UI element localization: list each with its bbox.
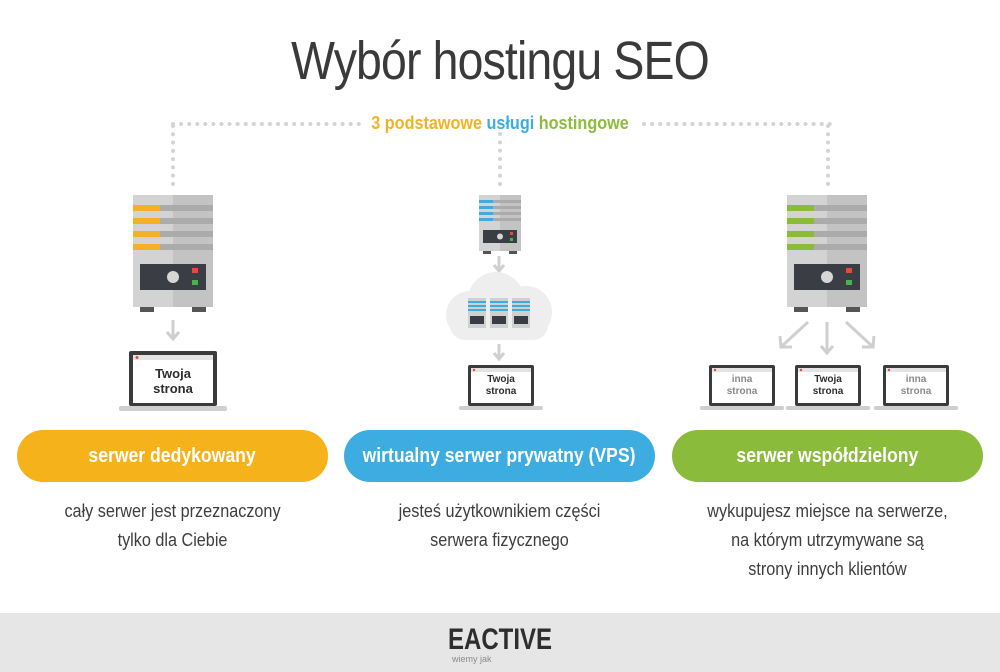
pill-label: wirtualny serwer prywatny (VPS) <box>363 444 636 467</box>
server-slots <box>133 205 213 250</box>
vps-server-icon <box>479 195 521 254</box>
laptop-label-line-2: strona <box>900 386 932 397</box>
laptop-label-line-1: inna <box>731 374 753 385</box>
laptop-other-site: inna strona <box>700 364 784 411</box>
arrow-down-icon <box>165 320 181 342</box>
shared-server-icon <box>787 195 867 312</box>
description-line: strony innych klientów <box>748 559 907 579</box>
description-vps: jesteś użytkownikiem części serwera fizy… <box>344 497 655 555</box>
description-line: wykupujesz miejsce na serwerze, <box>707 501 948 521</box>
pill-vps: wirtualny serwer prywatny (VPS) <box>344 430 655 482</box>
subtitle-part-2: usługi <box>486 113 535 133</box>
logo-tagline: wiemy jak <box>452 654 492 664</box>
subtitle-part-3: hostingowe <box>538 113 629 133</box>
description-line: jesteś użytkownikiem części <box>398 501 601 521</box>
description-line: na którym utrzymywane są <box>731 530 924 550</box>
arrows-split-icon <box>778 320 876 356</box>
laptop-icon <box>874 365 958 410</box>
laptop-icon <box>700 365 784 410</box>
laptop-icon <box>786 365 870 410</box>
laptop-your-site: Twoja strona <box>786 364 870 411</box>
dedicated-server-icon <box>133 195 213 312</box>
mini-servers <box>468 298 530 328</box>
connector-middle-down <box>498 132 502 186</box>
laptop-label-line-1: Twoja <box>155 366 191 381</box>
logo: EACTIVE <box>447 623 553 656</box>
subtitle-part-1: 3 podstawowe <box>371 113 482 133</box>
laptop-label: Twoja strona <box>786 374 870 398</box>
laptop-label-line-2: strona <box>812 386 844 397</box>
connector-right <box>642 122 832 126</box>
pill-dedicated-server: serwer dedykowany <box>17 430 328 482</box>
description-dedicated: cały serwer jest przeznaczony tylko dla … <box>17 497 328 555</box>
laptop-label-line-2: strona <box>485 386 517 397</box>
subtitle: 3 podstawowe usługi hostingowe <box>50 113 950 134</box>
laptop-your-site: Twoja strona <box>459 364 543 411</box>
laptop-label: Twoja strona <box>459 374 543 398</box>
arrow-down-icon <box>492 344 506 362</box>
pill-shared-server: serwer współdzielony <box>672 430 983 482</box>
laptop-label: Twoja strona <box>119 366 227 396</box>
arrow-down-icon <box>492 256 506 274</box>
description-line: cały serwer jest przeznaczony <box>64 501 281 521</box>
footer-bar <box>0 613 1000 672</box>
laptop-your-site: Twoja strona <box>119 350 227 412</box>
page-title: Wybór hostingu SEO <box>291 31 710 91</box>
laptop-label-line-1: Twoja <box>814 374 842 385</box>
laptop-label-line-2: strona <box>153 381 193 396</box>
description-line: serwera fizycznego <box>430 530 569 550</box>
laptop-label-line-1: Twoja <box>487 374 515 385</box>
laptop-icon <box>459 365 543 410</box>
pill-label: serwer współdzielony <box>736 444 919 467</box>
cloud-icon <box>446 272 552 340</box>
laptop-icon <box>119 351 227 411</box>
laptop-label-line-2: strona <box>726 386 758 397</box>
laptop-other-site: inna strona <box>874 364 958 411</box>
laptop-label: inna strona <box>874 374 958 398</box>
laptop-label: inna strona <box>700 374 784 398</box>
laptop-label-line-1: inna <box>905 374 927 385</box>
description-shared: wykupujesz miejsce na serwerze, na który… <box>672 497 983 584</box>
description-line: tylko dla Ciebie <box>117 530 228 550</box>
connector-left <box>171 122 361 126</box>
pill-label: serwer dedykowany <box>88 444 257 467</box>
connector-right-down <box>826 124 830 186</box>
connector-left-down <box>171 124 175 186</box>
